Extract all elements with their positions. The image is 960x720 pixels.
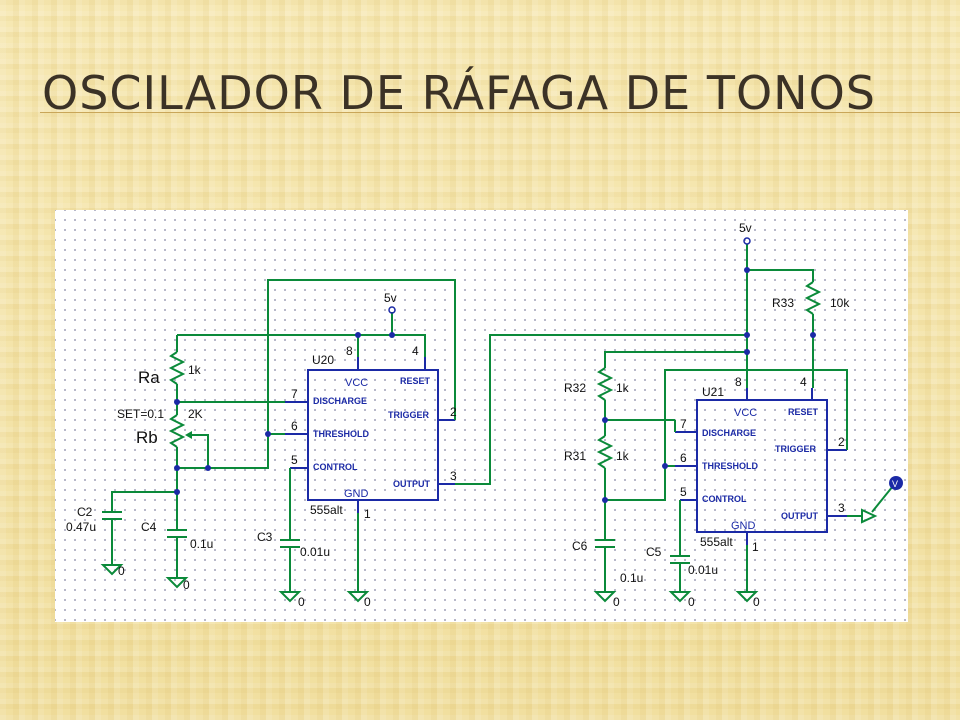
c1-pinnum-1: 1 (364, 507, 371, 521)
c1-pin-discharge: DISCHARGE (313, 396, 367, 406)
c1-pin-trigger: TRIGGER (388, 410, 430, 420)
c1-pinnum-7: 7 (291, 387, 298, 401)
c2-pinnum-5: 5 (680, 485, 687, 499)
c2-gnd-label-b: 0 (688, 595, 695, 609)
r33-name: R33 (772, 296, 794, 310)
c4-value: 0.1u (190, 537, 213, 551)
c2-gnd-label-c: 0 (753, 595, 760, 609)
rb-name: Rb (136, 428, 158, 447)
c1-pinnum-4: 4 (412, 344, 419, 358)
c2-pinnum-8: 8 (735, 375, 742, 389)
c6-value: 0.1u (620, 571, 643, 585)
c2-pin-gnd: GND (731, 520, 756, 532)
c2-pinnum-4: 4 (800, 375, 807, 389)
c2-value: 0.47u (66, 520, 96, 534)
c2-pin-discharge: DISCHARGE (702, 428, 756, 438)
c1-pinnum-5: 5 (291, 453, 298, 467)
c1-pinnum-8: 8 (346, 344, 353, 358)
c2-pinnum-3: 3 (838, 501, 845, 515)
slide-title: OSCILADOR DE RÁFAGA DE TONOS (42, 66, 876, 120)
probe-label: V (892, 479, 898, 489)
c5-name: C5 (646, 545, 662, 559)
c4-name: C4 (141, 520, 157, 534)
schematic-panel (55, 210, 908, 622)
c1-supply-label: 5v (384, 291, 397, 305)
c1-ic-ref: U20 (312, 353, 334, 367)
r32-name: R32 (564, 381, 586, 395)
c1-pinnum-6: 6 (291, 419, 298, 433)
c1-pin-output: OUTPUT (393, 479, 431, 489)
c2-pinnum-2: 2 (838, 435, 845, 449)
r33-value: 10k (830, 296, 850, 310)
circuit-2 (593, 237, 903, 603)
c1-pin-vcc: VCC (345, 377, 368, 389)
r31-value: 1k (616, 449, 630, 463)
c1-pin-reset: RESET (400, 376, 431, 386)
c2-supply-label: 5v (739, 221, 752, 235)
c2-name: C2 (77, 505, 93, 519)
c2-ic-ref: U21 (702, 385, 724, 399)
c1-gnd-label-d: 0 (364, 595, 371, 609)
c1-pin-control: CONTROL (313, 462, 358, 472)
c2-pinnum-7: 7 (680, 417, 687, 431)
c2-pinnum-6: 6 (680, 451, 687, 465)
c1-gnd-label-b: 0 (183, 578, 190, 592)
r32-value: 1k (616, 381, 630, 395)
c2-pin-reset: RESET (788, 407, 819, 417)
c2-gnd-label-a: 0 (613, 595, 620, 609)
c6-name: C6 (572, 539, 588, 553)
c3-value: 0.01u (300, 545, 330, 559)
c5-value: 0.01u (688, 563, 718, 577)
c1-gnd-label-a: 0 (118, 564, 125, 578)
c2-pin-vcc: VCC (734, 407, 757, 419)
ra-name: Ra (138, 368, 160, 387)
c1-pinnum-2: 2 (450, 405, 457, 419)
circuit-1 (100, 279, 747, 603)
c2-pin-trigger: TRIGGER (775, 444, 817, 454)
ra-value: 1k (188, 363, 202, 377)
c1-ic-type: 555alt (310, 503, 343, 517)
rb-set: SET=0.1 (117, 407, 164, 421)
c1-pin-gnd: GND (344, 488, 369, 500)
c2-pin-output: OUTPUT (781, 511, 819, 521)
c2-pin-control: CONTROL (702, 494, 747, 504)
c1-pinnum-3: 3 (450, 469, 457, 483)
c2-pinnum-1: 1 (752, 540, 759, 554)
c2-pin-threshold: THRESHOLD (702, 461, 759, 471)
c3-name: C3 (257, 530, 273, 544)
c1-pin-threshold: THRESHOLD (313, 429, 370, 439)
rb-value: 2K (188, 407, 203, 421)
r31-name: R31 (564, 449, 586, 463)
title-underline (40, 112, 960, 113)
c1-gnd-label-c: 0 (298, 595, 305, 609)
c2-ic-type: 555alt (700, 535, 733, 549)
